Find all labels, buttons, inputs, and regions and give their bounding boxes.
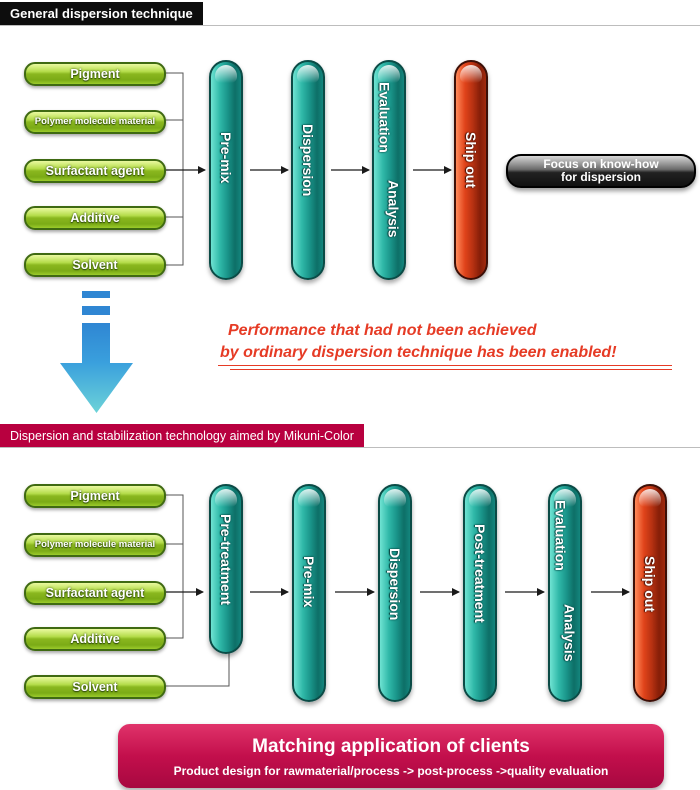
input-surfactant-agent: Surfactant agent — [24, 159, 166, 183]
step-label: Evaluation — [552, 500, 569, 571]
performance-underline — [218, 365, 672, 366]
step-dispersion: Dispersion — [378, 484, 412, 702]
performance-line2: by ordinary dispersion technique has bee… — [220, 344, 617, 361]
step-label: Analysis — [561, 604, 578, 662]
step-label: Ship out — [642, 556, 658, 612]
knowhow-line2: for dispersion — [560, 170, 641, 184]
step-label: Pre-mix — [301, 556, 317, 608]
step-label: Ship out — [463, 132, 479, 188]
step-pre-mix: Pre-mix — [209, 60, 243, 280]
performance-underline — [230, 369, 672, 370]
step-label: Analysis — [385, 180, 402, 238]
input-polymer-molecule-material: Polymer molecule material — [24, 110, 166, 134]
input-additive: Additive — [24, 627, 166, 651]
performance-line1: Performance that had not been achieved — [228, 322, 537, 339]
input-surfactant-agent: Surfactant agent — [24, 581, 166, 605]
step-label: Dispersion — [387, 548, 403, 621]
input-additive: Additive — [24, 206, 166, 230]
step-pre-treatment: Pre-treatment — [209, 484, 243, 654]
step-label: Pre-mix — [218, 132, 234, 184]
step-ship-out: Ship out — [454, 60, 488, 280]
step-label: Post-treatment — [472, 524, 488, 623]
step-ship-out: Ship out — [633, 484, 667, 702]
down-arrow-icon — [60, 291, 133, 413]
input-solvent: Solvent — [24, 253, 166, 277]
step-label: Evaluation — [376, 82, 393, 153]
step-evaluation-analysis: Evaluation Analysis — [372, 60, 406, 280]
step-evaluation-analysis: Evaluation Analysis — [548, 484, 582, 702]
step-pre-mix: Pre-mix — [292, 484, 326, 702]
section-divider — [0, 25, 700, 26]
knowhow-badge: Focus on know-how for dispersion — [506, 154, 696, 188]
knowhow-line1: Focus on know-how — [543, 157, 659, 171]
input-pigment: Pigment — [24, 484, 166, 508]
input-polymer-molecule-material: Polymer molecule material — [24, 533, 166, 557]
step-post-treatment: Post-treatment — [463, 484, 497, 702]
step-label: Pre-treatment — [218, 514, 234, 606]
input-pigment: Pigment — [24, 62, 166, 86]
matching-application-banner: Matching application of clients Product … — [118, 724, 664, 788]
performance-statement: Performance that had not been achieved b… — [212, 320, 684, 364]
section-divider — [0, 447, 700, 448]
general-section-title: General dispersion technique — [0, 2, 203, 26]
matching-subtitle: Product design for rawmaterial/process -… — [173, 764, 609, 778]
matching-title: Matching application of clients — [252, 736, 530, 757]
input-solvent: Solvent — [24, 675, 166, 699]
mikuni-section-title: Dispersion and stabilization technology … — [0, 424, 364, 448]
step-label: Dispersion — [300, 124, 316, 197]
step-dispersion: Dispersion — [291, 60, 325, 280]
